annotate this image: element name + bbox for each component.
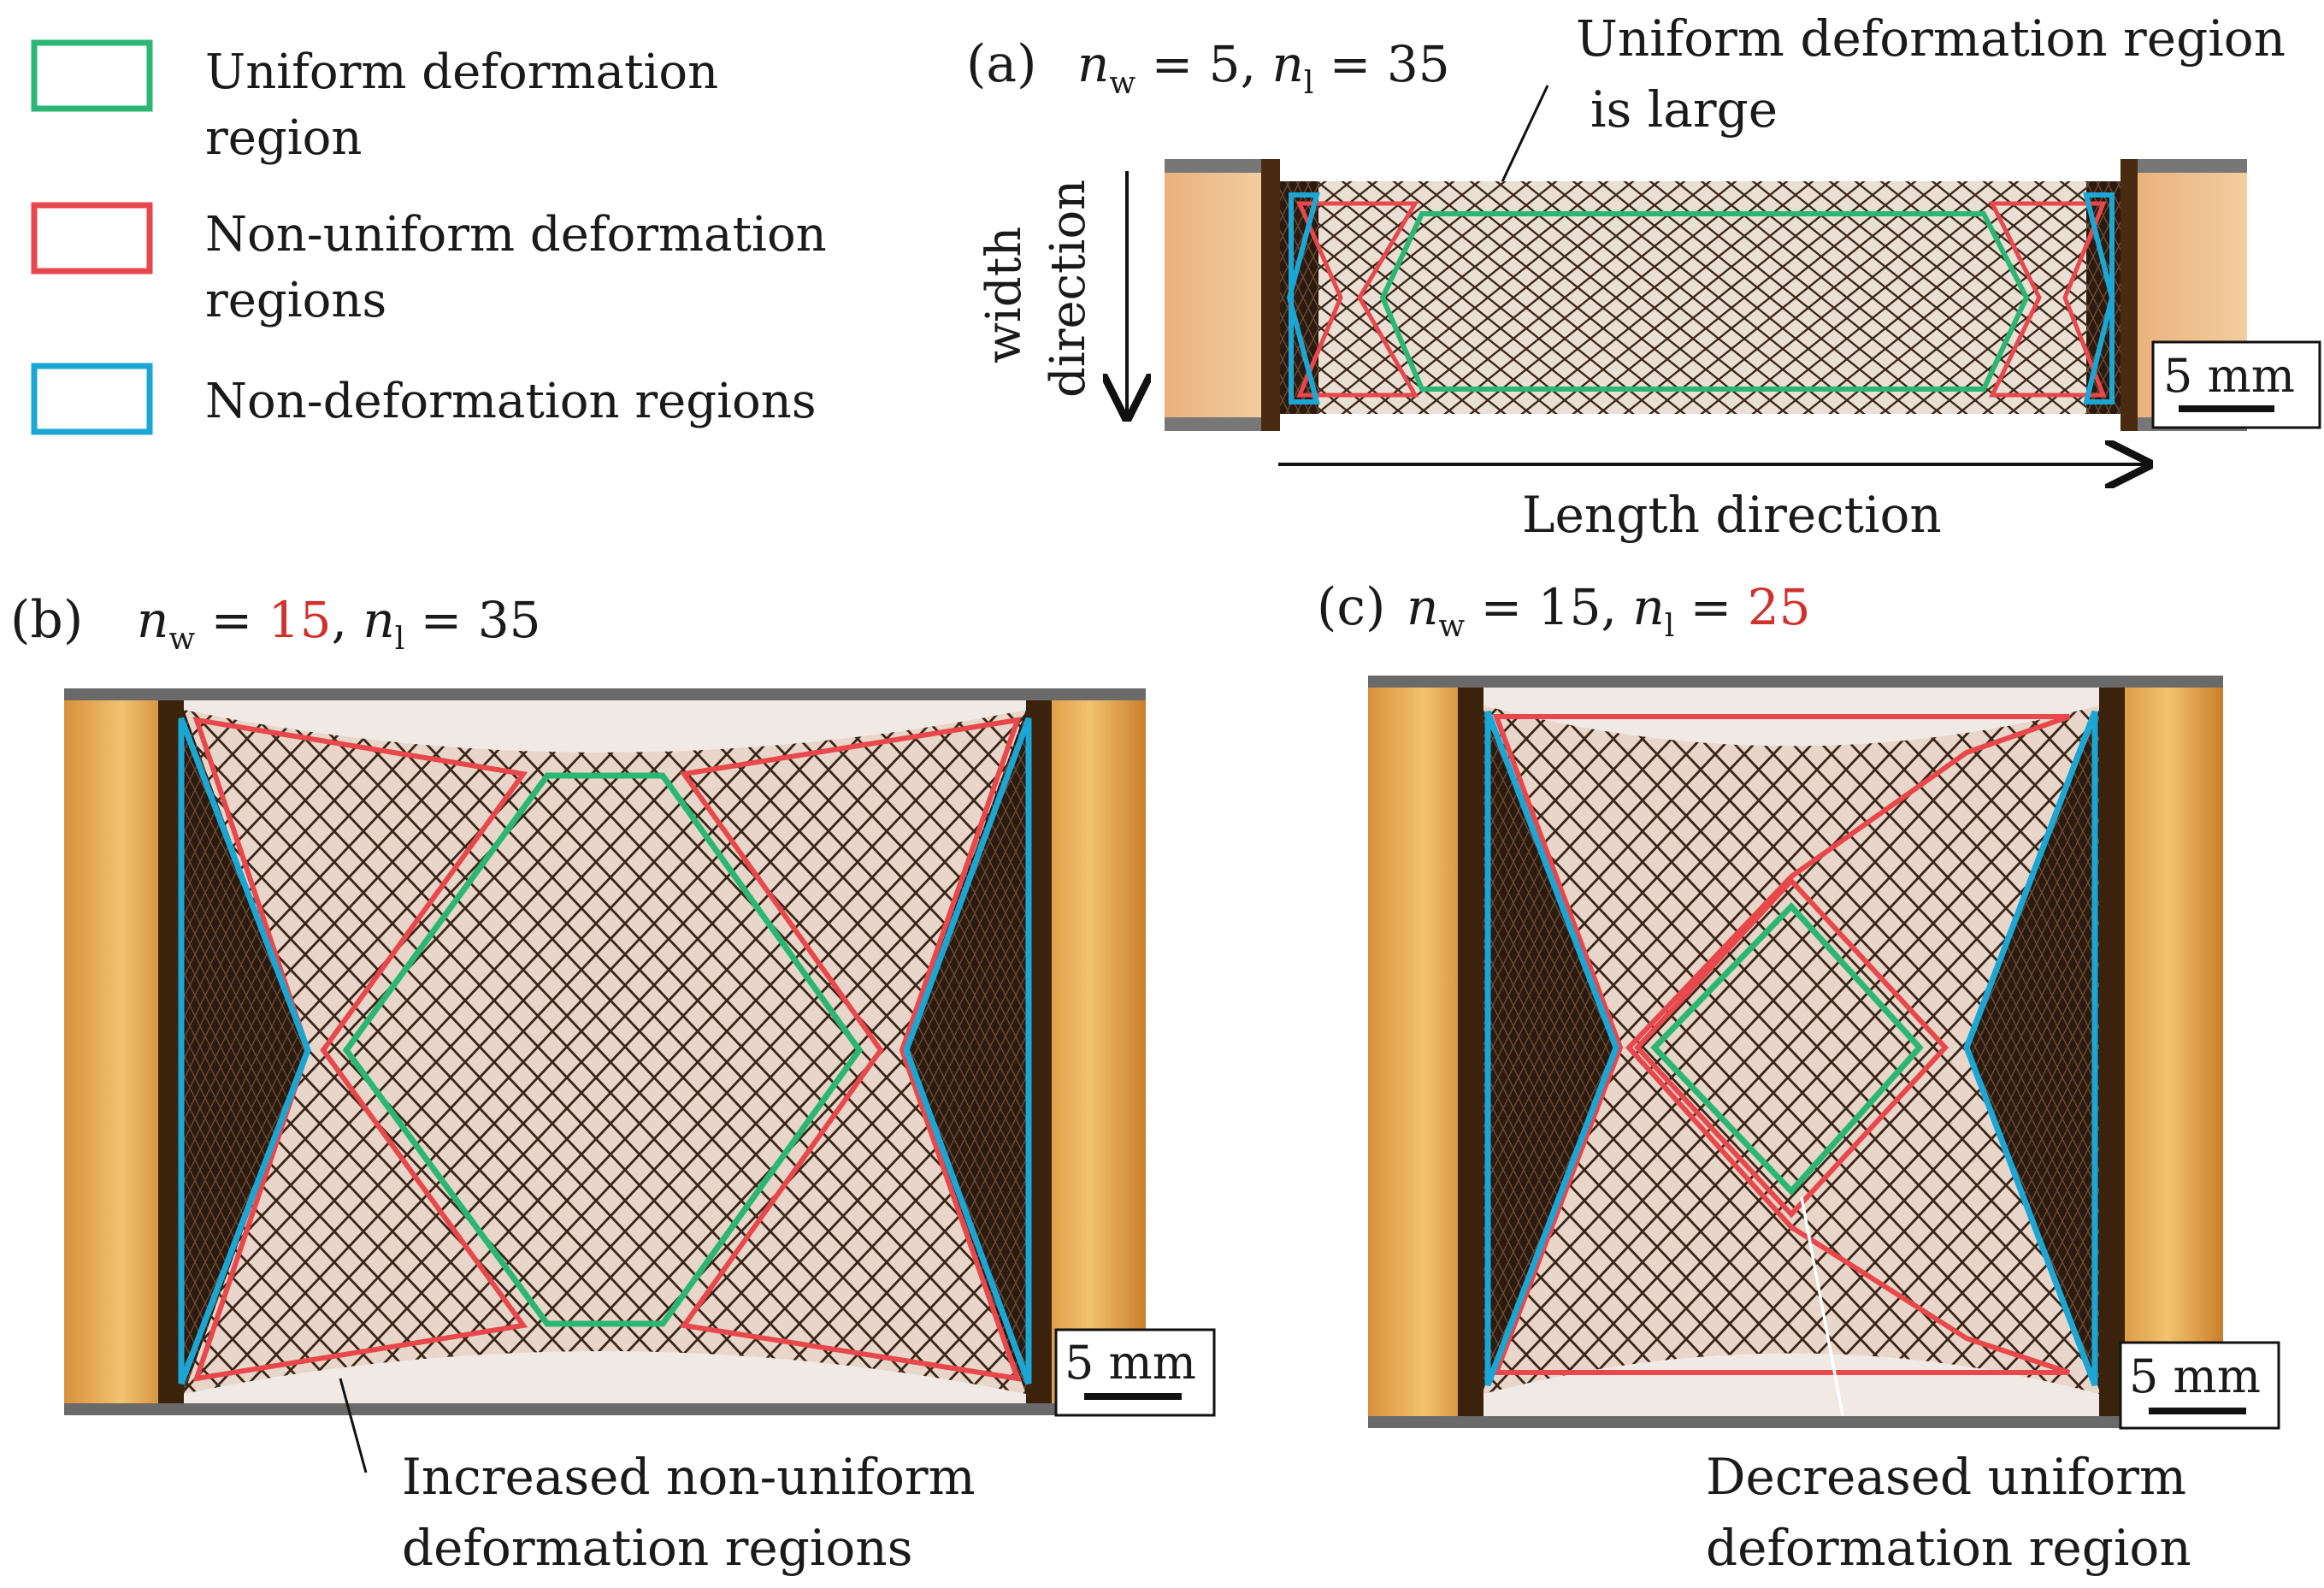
panel-a-params: nw = 5, nl = 35 <box>1077 35 1450 101</box>
panel-c-non-uniform-region <box>1492 714 2070 1375</box>
panel-c-annotation-line1: Decreased uniform <box>1706 1448 2186 1506</box>
panel-c-non-deformation-region-right <box>1963 710 2098 1387</box>
panel-b-label: (b) <box>10 590 83 650</box>
panel-b-params: nw = 15, nl = 35 <box>137 591 541 657</box>
panel-a-width-label-1: width <box>976 227 1032 363</box>
panel-b-annotation-line1: Increased non-uniform <box>402 1448 976 1506</box>
panel-b-clamp-right <box>1035 688 1146 1415</box>
legend-label-non-deformation: Non-deformation regions <box>205 374 817 429</box>
panel-a-scale-box <box>2151 340 2321 429</box>
legend-label-non-uniform-1: Non-uniform deformation <box>205 207 827 263</box>
panel-b-annotation-line2: deformation regions <box>402 1519 912 1577</box>
panel-a: (a) nw = 5, nl = 35 Uniform deformation … <box>966 9 2321 544</box>
legend-label-non-uniform-2: regions <box>205 273 386 328</box>
legend-label-uniform-2: region <box>205 110 362 166</box>
panel-a-width-label-2: direction <box>1041 180 1096 398</box>
panel-b-mesh <box>184 710 1026 1394</box>
panel-a-non-deformation-region-right <box>2083 192 2115 404</box>
panel-c-non-deformation-region-left <box>1484 710 1619 1387</box>
panel-c-scale-label: 5 mm <box>2129 1349 2261 1403</box>
panel-c-uniform-region <box>1650 901 1924 1196</box>
panel-a-non-uniform-region-right <box>1988 201 2107 398</box>
legend-swatch-uniform <box>31 39 153 112</box>
panel-b-non-deformation-region-left <box>178 717 311 1385</box>
panel-a-scale-label: 5 mm <box>2163 349 2295 403</box>
panel-a-non-deformation-region-left <box>1286 192 1320 404</box>
legend-swatch-non-deformation <box>31 363 153 435</box>
legend: Uniform deformation region Non-uniform d… <box>31 39 827 435</box>
panel-a-length-label: Length direction <box>1522 486 1942 544</box>
panel-b: (b) nw = 15, nl = 35 5 mm Increased non-… <box>10 590 1216 1577</box>
panel-c-annotation-line2: deformation region <box>1706 1519 2191 1577</box>
panel-a-uniform-region <box>1379 211 2030 392</box>
panel-b-uniform-region <box>342 772 864 1327</box>
panel-c-annotation-leader <box>1800 1196 1844 1416</box>
panel-c-mesh <box>1483 705 2099 1394</box>
panel-b-scale-label: 5 mm <box>1065 1336 1196 1390</box>
legend-label-uniform-1: Uniform deformation <box>205 44 718 100</box>
legend-swatch-non-uniform <box>31 202 153 275</box>
panel-c-clamp-right <box>2112 676 2223 1428</box>
panel-a-non-uniform-region-left <box>1296 201 1419 398</box>
panel-c-params: nw = 15, nl = 25 <box>1407 578 1811 644</box>
panel-a-annotation-line1: Uniform deformation region <box>1576 9 2286 68</box>
panel-b-scale-box <box>1054 1328 1216 1417</box>
panel-b-non-uniform-region-right <box>679 717 1022 1382</box>
panel-a-annotation-line2: is large <box>1590 80 1778 139</box>
panel-a-clamp-left <box>1165 159 1267 431</box>
panel-b-non-deformation-region-right <box>903 717 1032 1385</box>
panel-c-label: (c) <box>1317 577 1385 637</box>
panel-b-annotation-leader <box>339 1378 368 1473</box>
panel-a-label: (a) <box>966 34 1037 94</box>
panel-c: (c) nw = 15, nl = 25 5 mm Decreased unif… <box>1317 577 2280 1577</box>
